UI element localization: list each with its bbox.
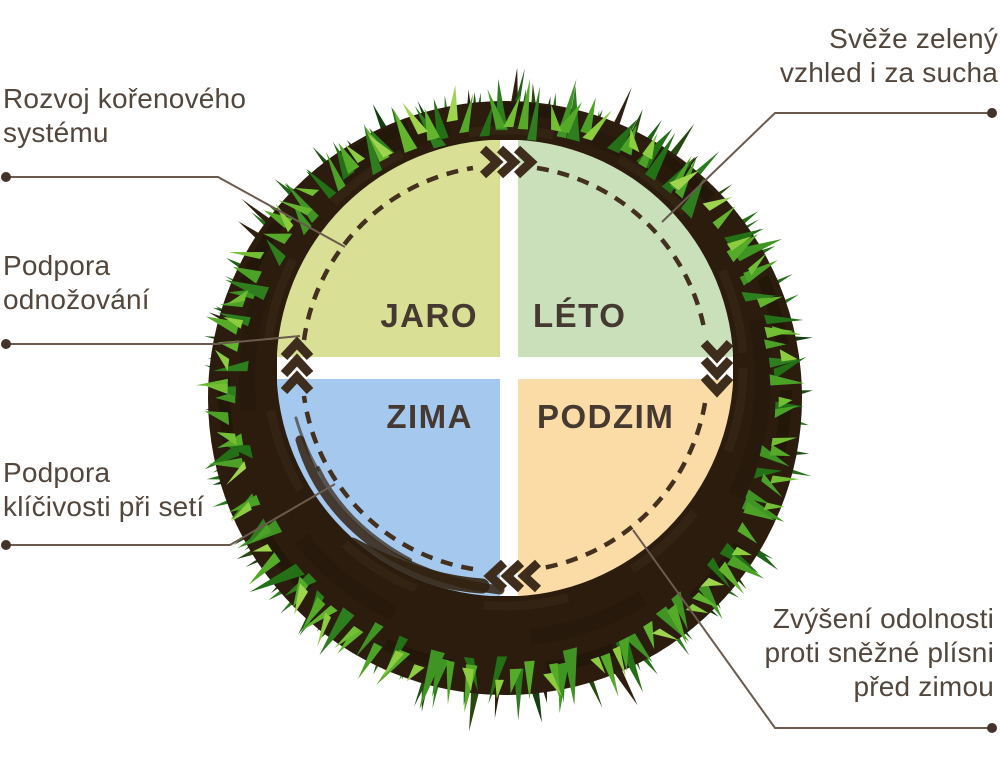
leader-line-resistance [632, 529, 992, 729]
leader-dot-tillering [1, 339, 11, 349]
callout-line: systému [3, 117, 109, 148]
callout-line: Zvýšení odolnosti [772, 603, 994, 634]
season-wheel [277, 140, 733, 596]
leader-line-germination [6, 483, 336, 546]
callout-root-system: Rozvoj kořenového systému [3, 82, 246, 150]
grass-ring-front [195, 78, 807, 721]
leader-dot-germination [1, 540, 11, 550]
callout-tillering: Podpora odnožování [3, 249, 150, 317]
cycle-arc-spring [301, 165, 474, 341]
season-label-summer: LÉTO [533, 297, 626, 334]
callout-line: klíčivosti při setí [3, 491, 205, 522]
divider-horizontal [277, 357, 733, 379]
callout-line: odnožování [3, 284, 150, 315]
arrow-autumn-to-winter-icon [483, 559, 542, 593]
leader-line-tillering [6, 335, 301, 345]
leader-dot-root-system [1, 172, 11, 182]
callout-fresh-look: Svěže zelený vzhled i za sucha [780, 22, 998, 90]
callout-line: Svěže zelený [829, 23, 998, 54]
callout-line: Podpora [3, 457, 111, 488]
leader-line-fresh-look [661, 112, 992, 223]
callout-line: vzhled i za sucha [779, 57, 998, 88]
arrow-winter-to-spring-icon [280, 336, 314, 395]
callout-germination: Podpora klíčivosti při setí [3, 456, 204, 524]
soil-texture-mid [239, 114, 771, 646]
cycle-arc-summer [536, 165, 708, 334]
brush-smudge [316, 466, 412, 562]
leader-line-root-system [6, 176, 346, 248]
callout-line: Podpora [3, 250, 111, 281]
cycle-arc-autumn [536, 402, 708, 572]
season-label-autumn: PODZIM [537, 398, 674, 435]
callout-line: před zimou [853, 671, 994, 702]
callout-line: Rozvoj kořenového [3, 83, 247, 114]
callout-line: proti sněžné plísni [764, 637, 994, 668]
arrow-summer-to-autumn-icon [700, 339, 734, 398]
brush-smudge [294, 416, 320, 472]
callout-resistance: Zvýšení odolnosti proti sněžné plísni př… [765, 602, 994, 704]
season-label-spring: JARO [380, 297, 478, 334]
season-label-winter: ZIMA [386, 398, 473, 435]
cycle-arc-winter [301, 395, 474, 572]
leader-dot-resistance [987, 723, 997, 733]
leader-dot-fresh-look [987, 108, 997, 118]
arrow-spring-to-summer-icon [479, 145, 538, 179]
